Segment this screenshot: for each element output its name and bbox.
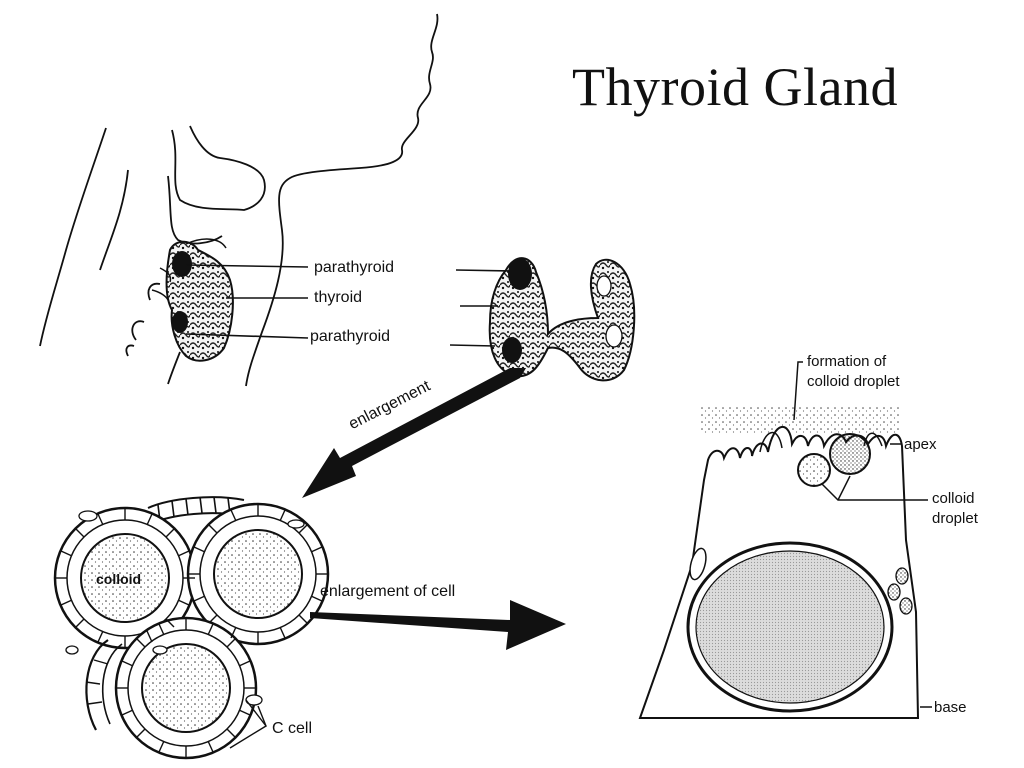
label-enlargement-of-cell: enlargement of cell: [320, 583, 456, 600]
thyroid-in-neck: [151, 238, 234, 362]
follicle-cell-walls: [55, 504, 328, 758]
label-thyroid: thyroid: [314, 289, 363, 306]
label-c-cell: C cell: [272, 720, 313, 737]
label-parathyroid-upper: parathyroid: [314, 259, 395, 276]
label-colloid: colloid: [96, 571, 142, 587]
label-base: base: [934, 699, 967, 716]
label-droplet: droplet: [932, 510, 978, 527]
slide-title: Thyroid Gland: [572, 57, 898, 117]
follicle-cluster: [53, 496, 330, 760]
label-formation-of: formation of: [807, 353, 887, 370]
c-cell-leaders: [229, 699, 268, 749]
cell-leader-lines: [793, 361, 932, 708]
label-colloid: colloid: [932, 490, 975, 507]
label-parathyroid-lower: parathyroid: [310, 328, 391, 345]
excised-thyroid: [488, 257, 636, 382]
neck-profile-outline: [39, 13, 439, 387]
enlargement-of-cell-arrow: [310, 600, 566, 650]
label-apex: apex: [904, 436, 937, 453]
neck-leader-lines: [185, 264, 309, 339]
label-colloid-droplet-formation: colloid droplet: [807, 373, 900, 390]
thyroid-leader-lines: [449, 269, 511, 347]
follicular-cell: [638, 405, 920, 719]
enlargement-arrow: [302, 368, 526, 498]
